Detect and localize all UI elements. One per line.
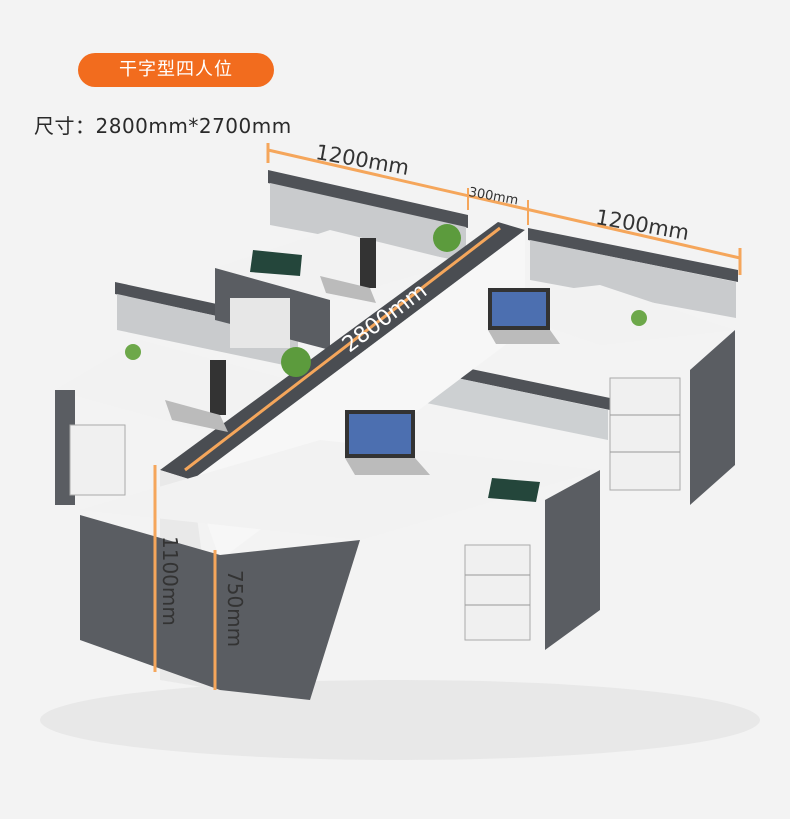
back-partition-right-frame bbox=[528, 228, 738, 282]
plant-icon bbox=[125, 344, 141, 360]
book-icon bbox=[488, 478, 540, 502]
plant-icon bbox=[433, 224, 461, 252]
laptop-icon bbox=[165, 360, 228, 432]
desk-back-left-top bbox=[215, 230, 460, 300]
plant-icon bbox=[631, 310, 647, 326]
laptop-icon bbox=[345, 410, 430, 475]
desk-front-center-panel bbox=[220, 540, 360, 700]
book-icon bbox=[250, 250, 302, 276]
drawer-front-right bbox=[464, 544, 531, 641]
drawer-back-left bbox=[230, 298, 290, 348]
laptop-icon bbox=[320, 238, 376, 303]
dimension-line-diagonal bbox=[184, 226, 501, 472]
left-partition-glass bbox=[117, 294, 298, 368]
desk-front-right-top bbox=[80, 440, 600, 540]
back-partition-left-frame bbox=[268, 170, 468, 228]
desk-back-right-leg bbox=[690, 330, 735, 505]
back-partition-right-glass bbox=[530, 240, 736, 318]
back-partition-left-glass bbox=[270, 183, 466, 262]
desk-front-right-leg bbox=[545, 470, 600, 650]
desk-front-left-panel bbox=[80, 515, 220, 690]
overall-size-label: 尺寸：2800mm*2700mm bbox=[34, 114, 292, 138]
desk-front-left-top bbox=[55, 340, 290, 430]
dimension-partition-height: 1100mm bbox=[158, 536, 182, 626]
plant-icon bbox=[281, 347, 311, 377]
laptop-icon bbox=[488, 288, 560, 344]
drawer-back-right bbox=[609, 377, 681, 491]
floor-shadow bbox=[40, 680, 760, 760]
product-type-badge: 干字型四人位 bbox=[78, 53, 274, 87]
spine-top bbox=[160, 222, 525, 480]
dimension-line-top bbox=[267, 148, 741, 260]
dimension-desk-height: 750mm bbox=[223, 570, 247, 648]
drawer-front-left bbox=[69, 424, 126, 496]
